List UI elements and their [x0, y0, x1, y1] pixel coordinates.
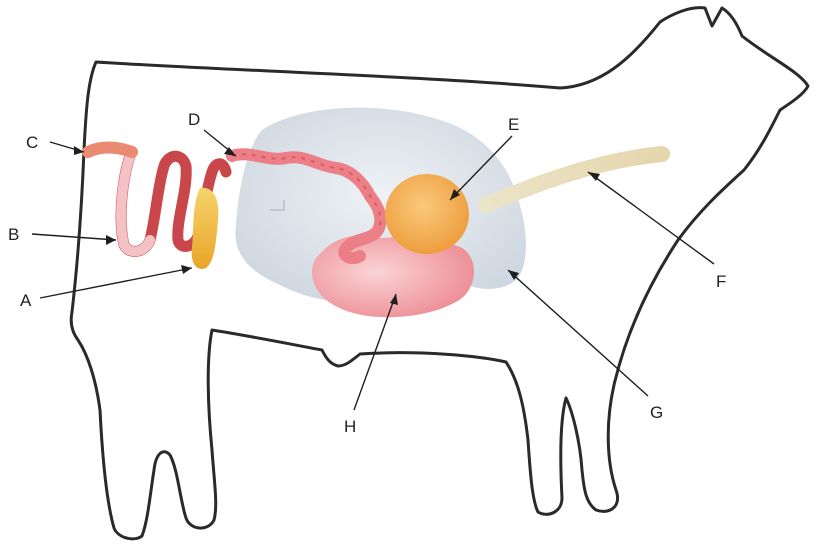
label-a: A [20, 291, 32, 310]
label-g: G [650, 403, 663, 422]
omasum-organ [385, 174, 469, 254]
label-f: F [716, 272, 726, 291]
pointer-b [32, 234, 116, 240]
pointer-a [40, 268, 192, 298]
label-b: B [8, 225, 19, 244]
label-c: C [26, 133, 38, 152]
esophagus-organ [486, 154, 662, 205]
arrowhead-a [181, 265, 192, 274]
cecum-organ [192, 188, 219, 269]
rectum-organ [88, 148, 132, 153]
label-d: D [188, 110, 200, 129]
arrowhead-b [106, 235, 116, 245]
pointer-g [508, 270, 648, 396]
label-h: H [344, 417, 356, 436]
label-e: E [508, 115, 519, 134]
